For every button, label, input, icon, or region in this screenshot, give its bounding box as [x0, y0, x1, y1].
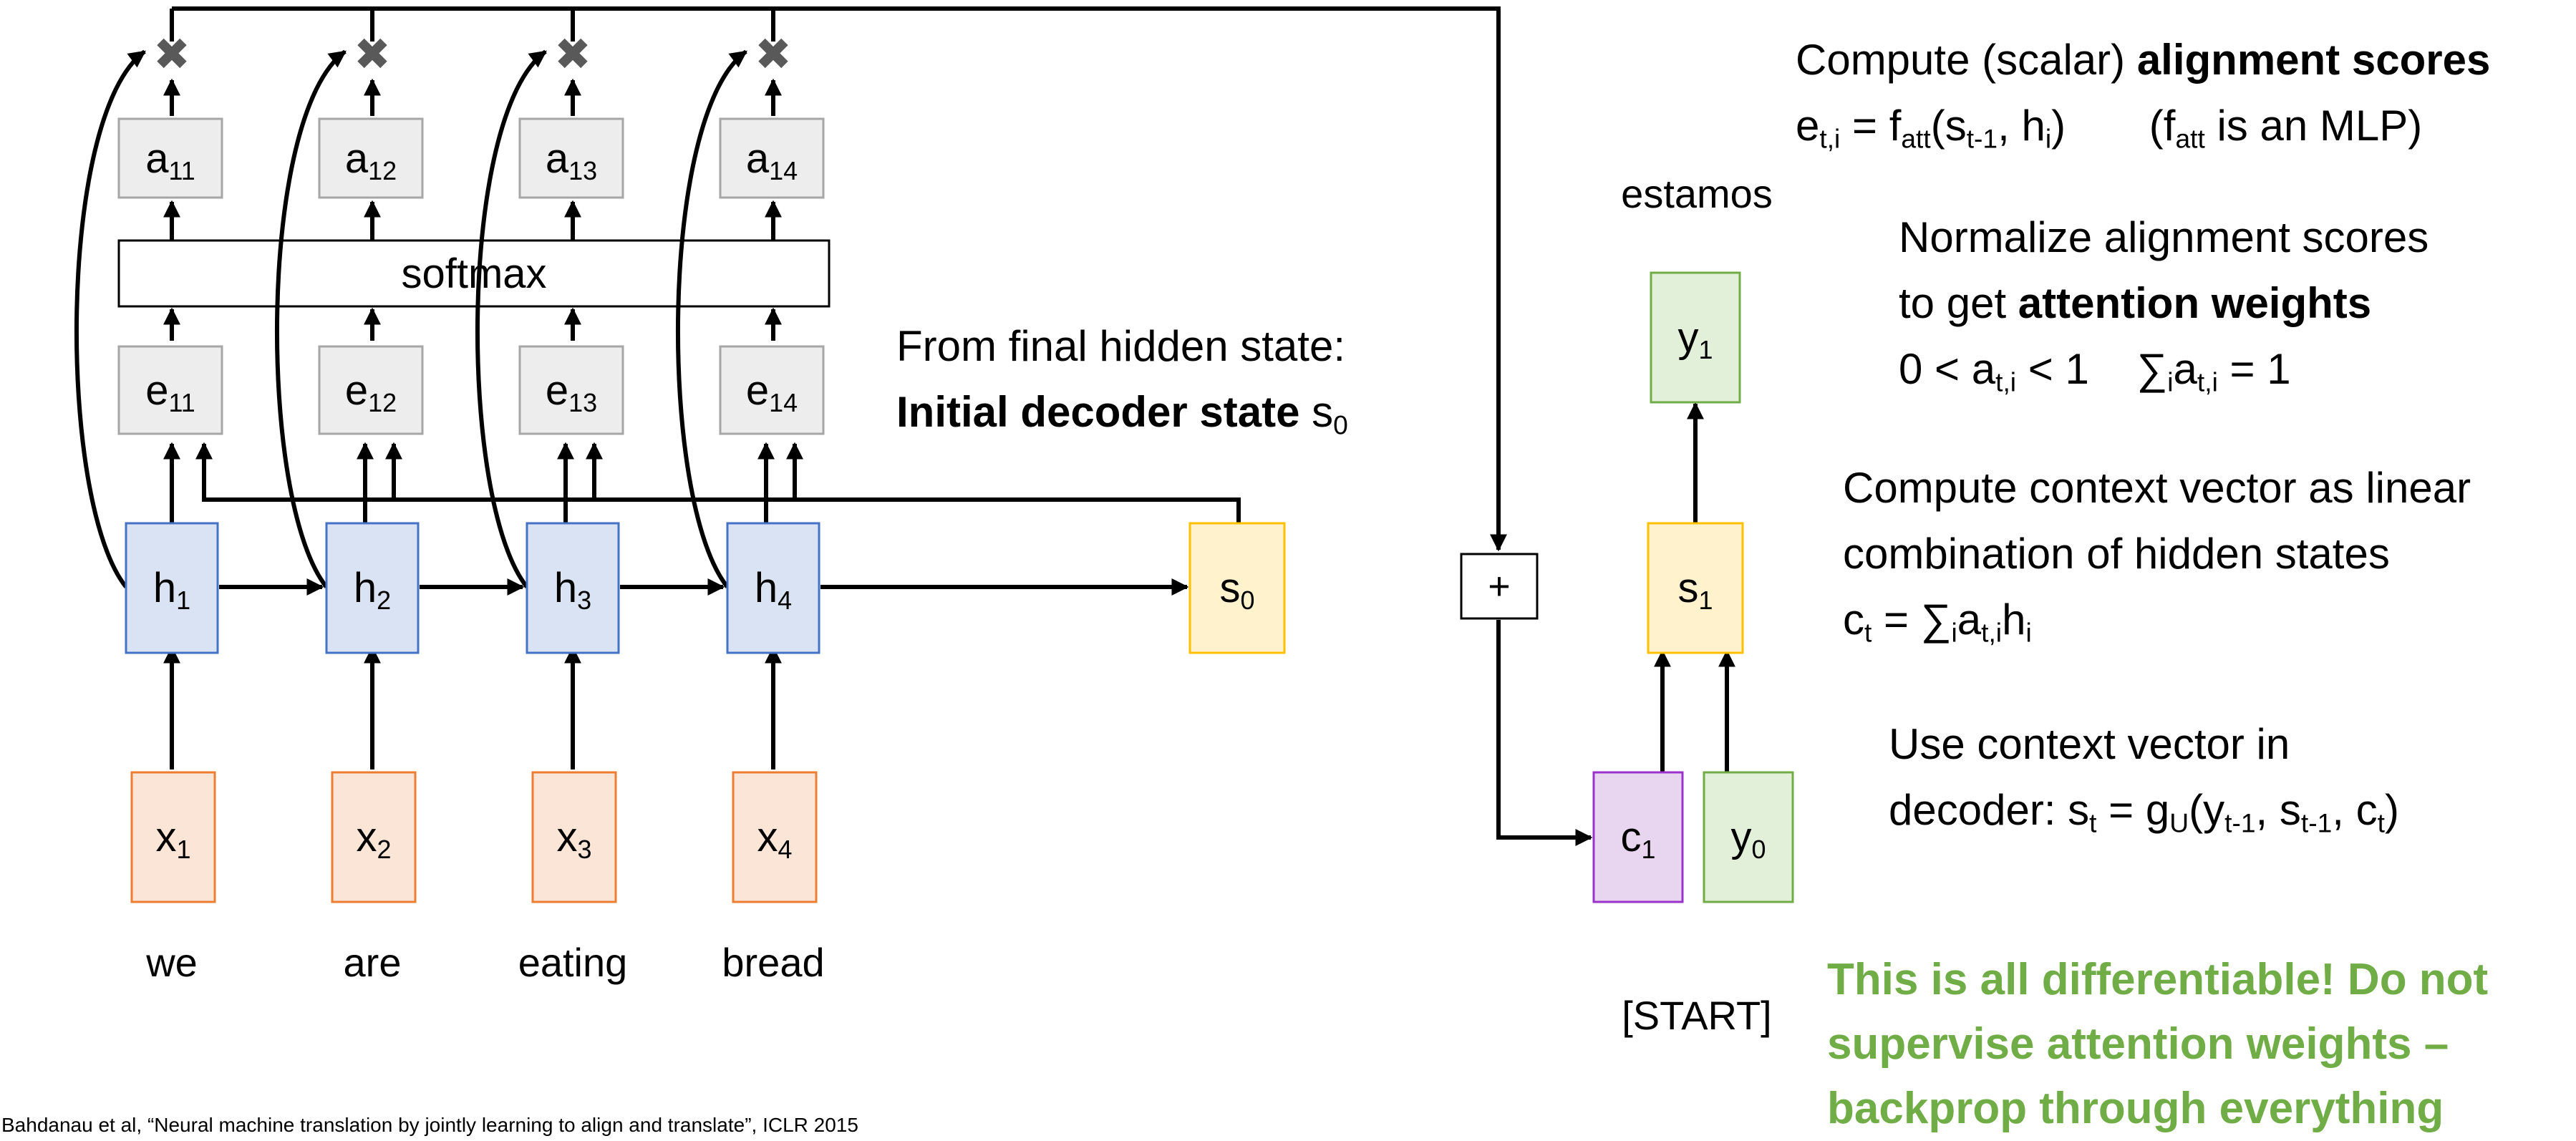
weight-label-a13: a13: [545, 135, 598, 185]
input-box-x4: [732, 771, 818, 903]
score-boxes: [117, 117, 825, 435]
input-box-y0: [1703, 771, 1794, 903]
encoder-arrows: [74, 6, 1735, 846]
hidden-label-h4: h4: [754, 565, 793, 616]
state-box-s0: [1188, 522, 1286, 654]
word-eating: eating: [518, 940, 628, 985]
citation: Bahdanau et al, “Neural machine translat…: [1, 1114, 858, 1136]
output-box-y1: [1650, 271, 1741, 404]
state-label-s0: s0: [1219, 565, 1255, 616]
context-box-c1: [1592, 771, 1684, 903]
score-box-e13: [518, 345, 624, 435]
input-box-x1: [130, 771, 216, 903]
context-note: Compute context vector as linear combina…: [1843, 464, 2471, 648]
multiply-icon: ✖: [554, 29, 591, 79]
multiply-icon: ✖: [153, 29, 190, 79]
score-label-e12: e12: [344, 366, 397, 417]
weight-label-a12: a12: [344, 135, 397, 185]
hidden-label-h3: h3: [553, 565, 592, 616]
weight-label-a14: a14: [745, 135, 798, 185]
hidden-boxes: [125, 522, 820, 654]
multiply-icon: ✖: [755, 29, 792, 79]
input-label-x2: x2: [356, 814, 392, 865]
word-start: [START]: [1622, 993, 1772, 1038]
hidden-box-h2: [325, 522, 420, 654]
hidden-label-h1: h1: [152, 565, 191, 616]
context-label-c1: c1: [1620, 814, 1656, 865]
initial-state-note: From final hidden state: Initial decoder…: [896, 322, 1348, 440]
score-label-e11: e11: [145, 366, 195, 417]
word-are: are: [343, 940, 402, 985]
weight-box-a11: [117, 117, 223, 199]
score-label-e14: e14: [745, 366, 798, 417]
state-label-s1: s1: [1677, 565, 1713, 616]
hidden-label-h2: h2: [353, 565, 392, 616]
softmax-label: softmax: [401, 250, 547, 297]
state-box-s1: [1647, 522, 1744, 654]
weight-box-a12: [318, 117, 424, 199]
word-bread: bread: [722, 940, 825, 985]
input-boxes: [130, 771, 818, 903]
hidden-box-h1: [125, 522, 219, 654]
plus-box: [1460, 553, 1539, 620]
hidden-box-h4: [726, 522, 820, 654]
input-label-x1: x1: [155, 814, 191, 865]
input-label-y0: y0: [1730, 814, 1766, 865]
multiply-icon: ✖: [354, 29, 391, 79]
softmax-box: [117, 239, 831, 308]
output-label-y1: y1: [1677, 314, 1713, 365]
word-we: we: [146, 940, 198, 985]
plus-label: +: [1488, 565, 1511, 608]
score-label-e13: e13: [545, 366, 598, 417]
input-box-x3: [531, 771, 617, 903]
hidden-box-h3: [526, 522, 620, 654]
alignment-scores-note: Compute (scalar) alignment scores et,i =…: [1796, 36, 2491, 154]
weight-box-a14: [719, 117, 825, 199]
differentiable-note: This is all differentiable! Do not super…: [1827, 955, 2489, 1133]
input-label-x3: x3: [556, 814, 592, 865]
use-context-note: Use context vector in decoder: st = gU(y…: [1889, 720, 2399, 838]
weight-box-a13: [518, 117, 624, 199]
score-box-e12: [318, 345, 424, 435]
normalize-note: Normalize alignment scores to get attent…: [1899, 213, 2429, 397]
word-estamos: estamos: [1621, 171, 1773, 216]
score-box-e14: [719, 345, 825, 435]
input-box-x2: [331, 771, 417, 903]
score-box-e11: [117, 345, 223, 435]
weight-label-a11: a11: [145, 135, 195, 185]
input-label-x4: x4: [757, 814, 793, 865]
